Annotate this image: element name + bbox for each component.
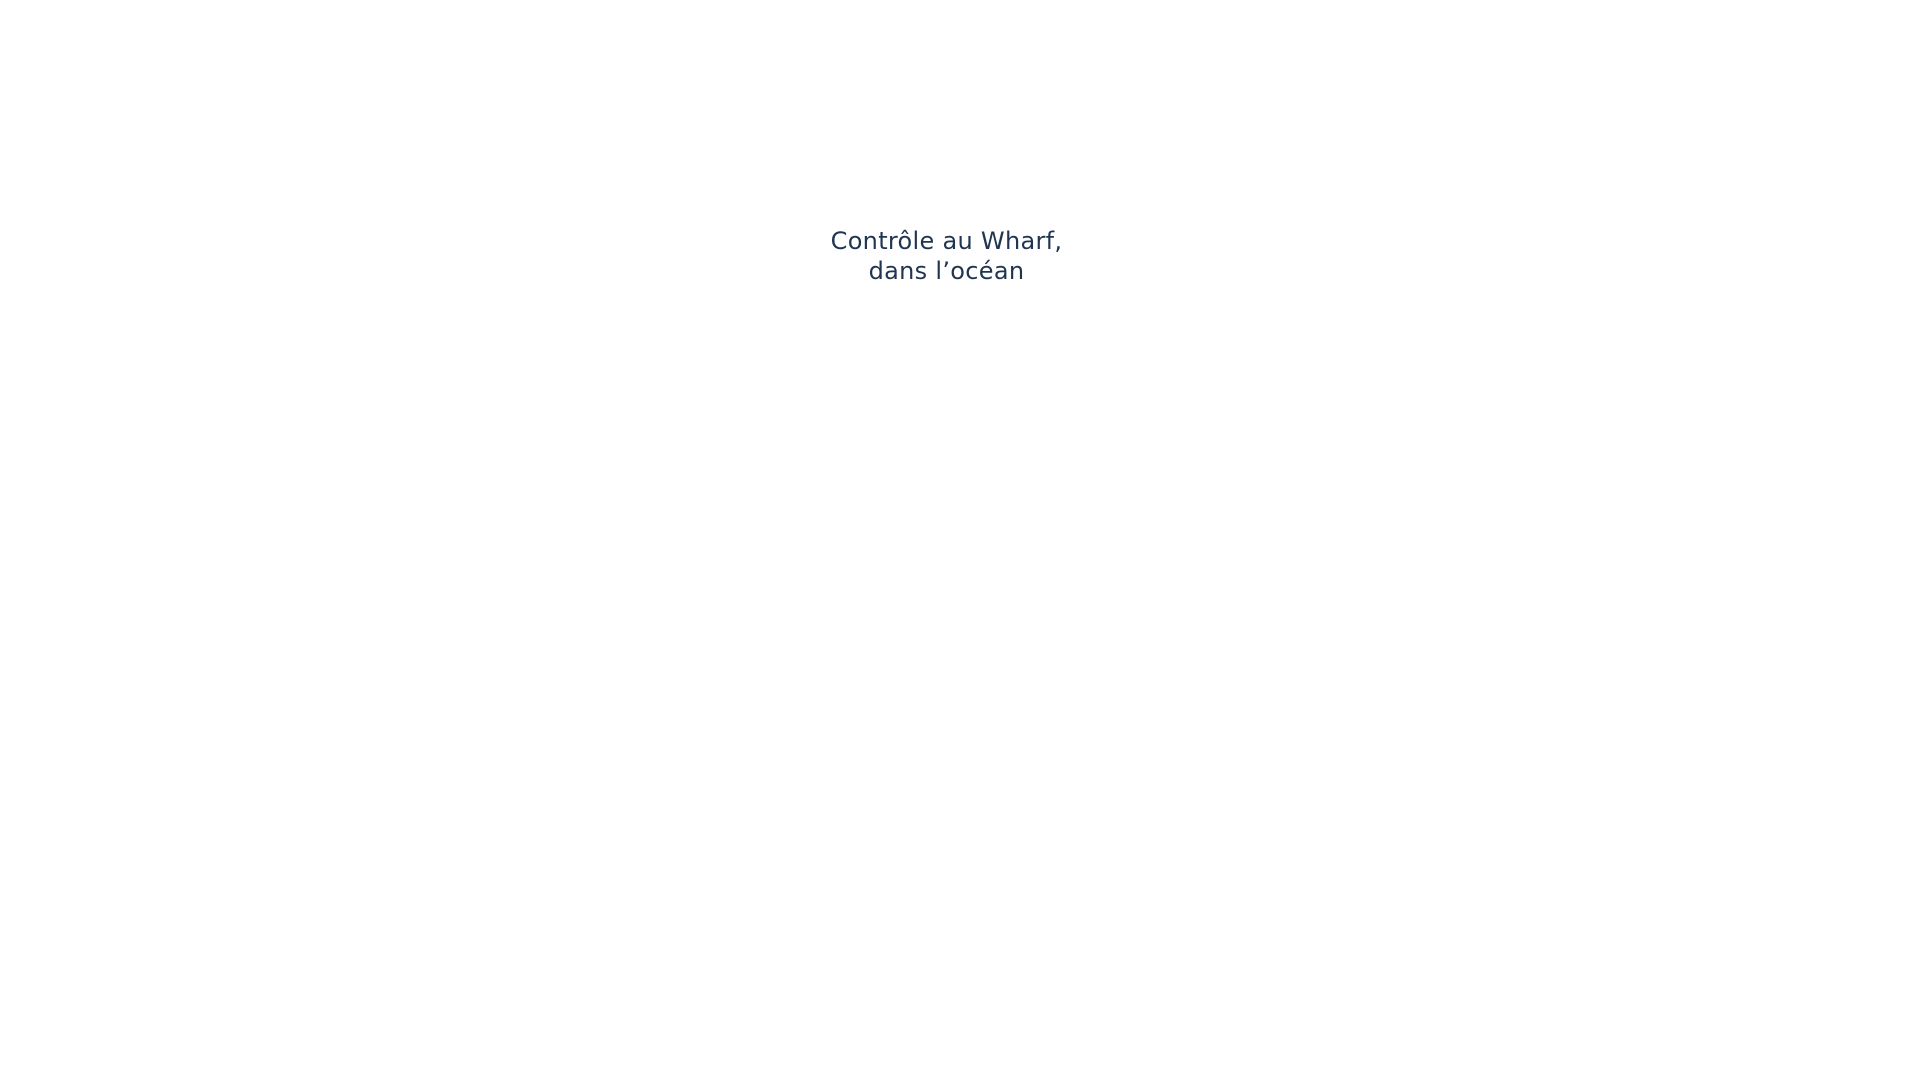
image-caption: Contrôle au Wharf, dans l’océan: [0, 226, 1893, 286]
caption-line-2: dans l’océan: [868, 257, 1025, 285]
caption-line-1: Contrôle au Wharf,: [830, 227, 1063, 255]
